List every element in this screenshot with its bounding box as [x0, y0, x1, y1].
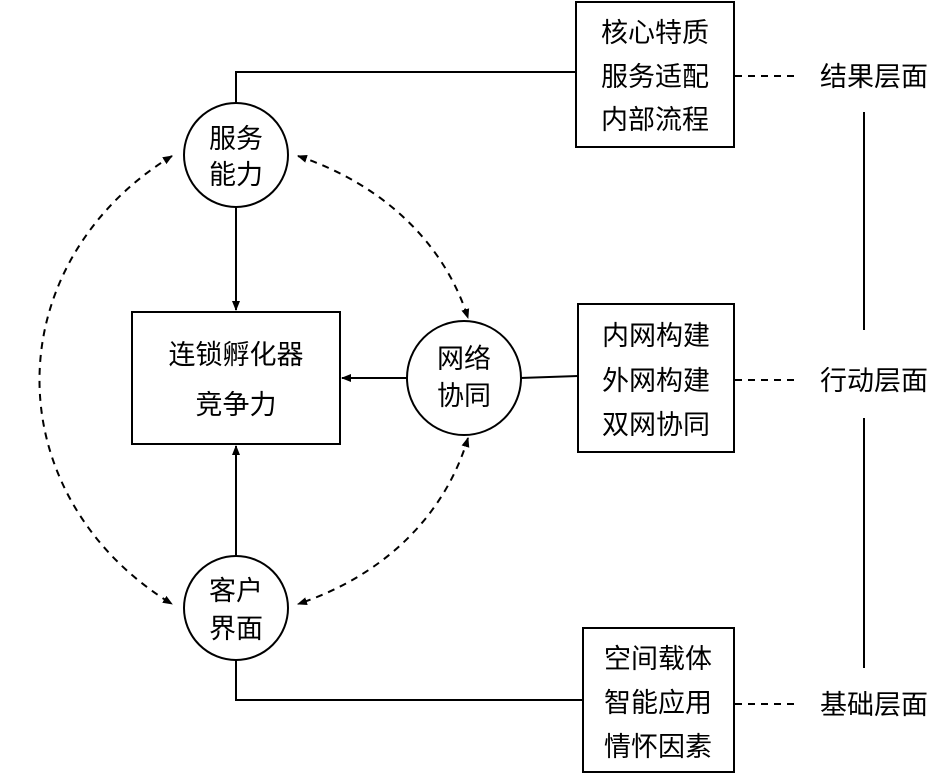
node-customer-line-2: 界面: [209, 614, 263, 645]
detail-top-line-1: 核心特质: [601, 18, 709, 49]
dashed-arc-right-lower: [297, 437, 470, 605]
detail-bottom-line-2: 智能应用: [604, 688, 712, 719]
node-network-collaboration: 网络 协同: [406, 320, 522, 436]
competitiveness-box: 连锁孵化器 竞争力: [131, 311, 341, 445]
node-customer-interface: 客户 界面: [183, 555, 289, 661]
competitiveness-line-1: 连锁孵化器: [169, 340, 304, 371]
level-label-result: 结果层面: [820, 62, 928, 93]
node-service-line-1: 服务: [209, 124, 263, 155]
level-label-basis: 基础层面: [820, 690, 928, 721]
detail-middle-line-2: 外网构建: [602, 366, 710, 397]
node-service-line-2: 能力: [209, 160, 263, 191]
detail-middle-line-1: 内网构建: [602, 321, 710, 352]
detail-top-line-3: 内部流程: [601, 105, 709, 136]
detail-bottom-line-3: 情怀因素: [604, 732, 712, 763]
node-network-line-2: 协同: [437, 381, 491, 412]
level-label-action: 行动层面: [820, 366, 928, 397]
connector-customer-bottom-box: [235, 660, 583, 701]
detail-top-line-2: 服务适配: [601, 62, 709, 93]
detail-box-basis: 空间载体 智能应用 情怀因素: [582, 627, 735, 773]
detail-middle-line-3: 双网协同: [602, 410, 710, 441]
dashed-arc-left: [38, 155, 173, 605]
detail-bottom-line-1: 空间载体: [604, 644, 712, 675]
dashed-arc-right-upper: [297, 155, 470, 319]
competitiveness-line-2: 竞争力: [196, 390, 277, 421]
node-customer-line-1: 客户: [209, 576, 263, 607]
node-network-line-1: 网络: [437, 344, 491, 375]
detail-box-action: 内网构建 外网构建 双网协同: [577, 303, 735, 453]
connector-service-top-box: [235, 71, 578, 103]
node-service-capability: 服务 能力: [183, 102, 289, 208]
connector-network-middle-box: [519, 375, 579, 379]
detail-box-result: 核心特质 服务适配 内部流程: [575, 1, 735, 148]
